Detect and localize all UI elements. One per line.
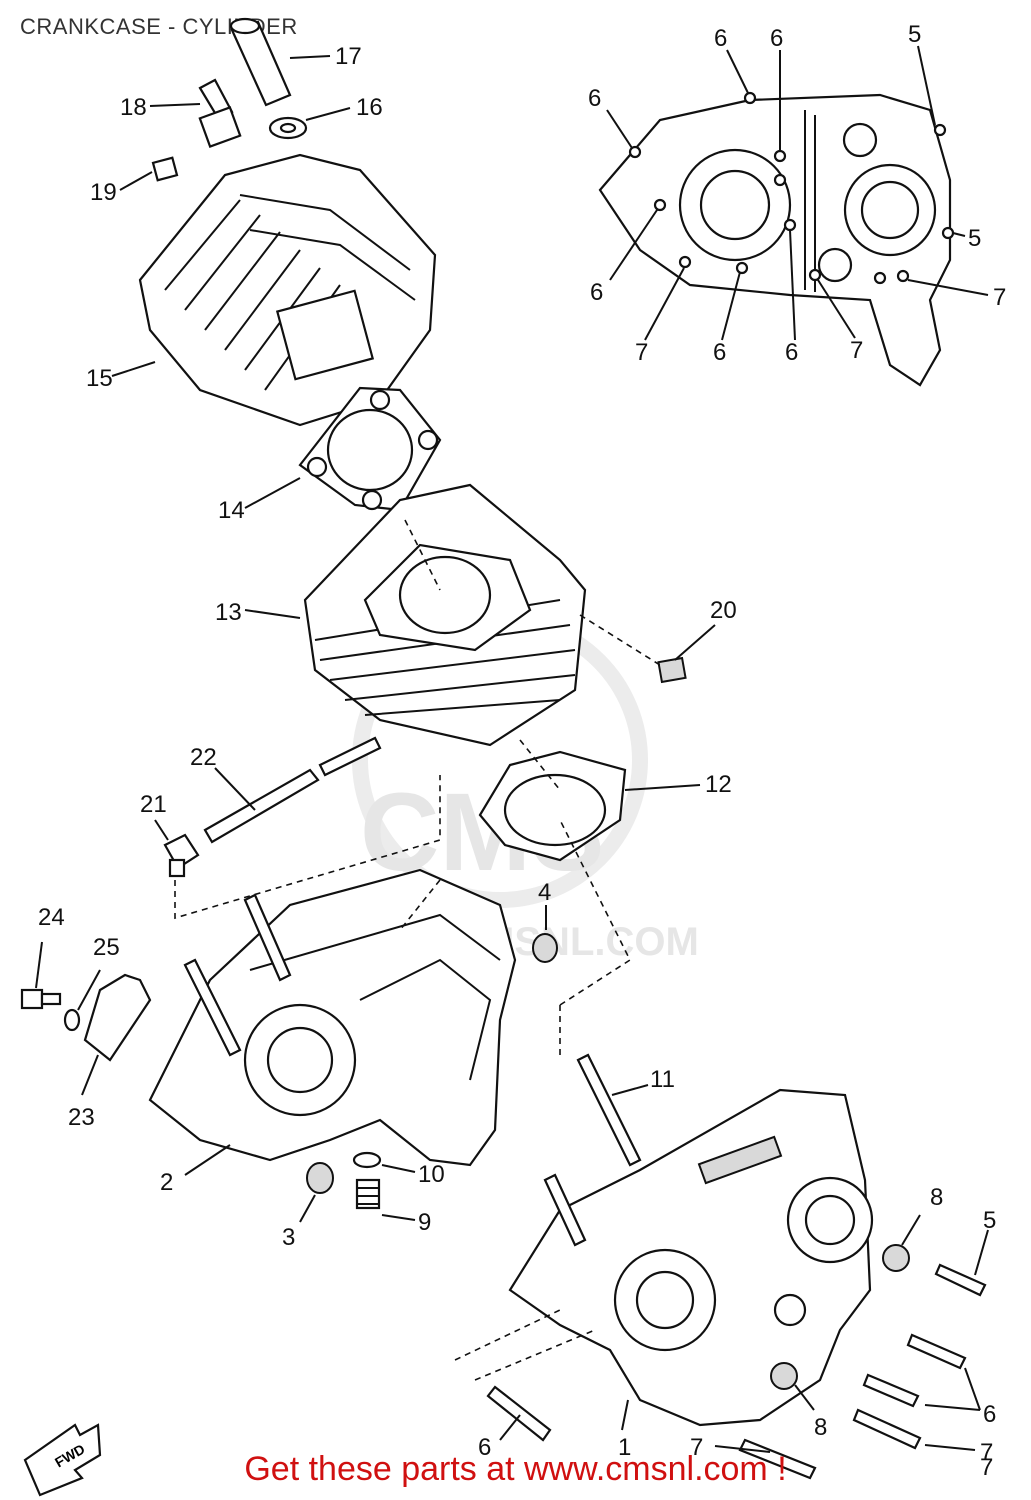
callout-11: 11: [650, 1066, 675, 1093]
callout-23: 23: [68, 1104, 95, 1131]
callout-6b: 6: [770, 25, 783, 52]
callout-7b: 7: [635, 339, 648, 366]
callout-6a: 6: [714, 25, 727, 52]
part-7-bolts-lower: [714, 1408, 976, 1480]
part-11-stud: [559, 819, 649, 1167]
callout-8a: 8: [930, 1184, 943, 1211]
callout-5b: 5: [968, 225, 981, 252]
part-21-fitting: [154, 819, 200, 878]
callout-18: 18: [120, 94, 147, 121]
callout-9: 9: [418, 1209, 431, 1236]
part-5-bolt-lower: [934, 1229, 989, 1297]
callout-24: 24: [38, 904, 65, 931]
footer-link-text[interactable]: Get these parts at www.cmsnl.com !: [244, 1450, 787, 1488]
callout-6f: 6: [785, 339, 798, 366]
callout-12: 12: [705, 771, 732, 798]
callout-22: 22: [190, 744, 217, 771]
callout-25: 25: [93, 934, 120, 961]
part-23-bracket: [81, 973, 152, 1096]
part-13-cylinder: [244, 483, 587, 747]
callout-7d: 7: [690, 1434, 703, 1461]
callout-13: 13: [215, 599, 242, 626]
part-22-pipe: [203, 736, 382, 844]
part-10-washer: [352, 1151, 416, 1173]
part-12-base-gasket: [478, 739, 701, 862]
callout-6e: 6: [713, 339, 726, 366]
crankcase-inner-view: [598, 45, 989, 387]
part-16-washer: [268, 107, 351, 140]
part-2-left-crankcase: [148, 868, 517, 1176]
part-9-drain-plug: [355, 1178, 416, 1221]
callout-7e: 7: [980, 1439, 993, 1466]
callout-16: 16: [356, 94, 383, 121]
part-8-dowel-upper: [882, 1214, 921, 1272]
callout-4: 4: [538, 879, 551, 906]
part-6-bolts-lower-right: [862, 1333, 981, 1411]
part-6-bolt-lower-left: [486, 1385, 552, 1442]
callout-15: 15: [86, 365, 113, 392]
part-4-dowel: [532, 905, 558, 963]
part-3-dowel: [299, 1162, 334, 1223]
callout-3: 3: [282, 1224, 295, 1251]
callout-6i: 6: [478, 1434, 491, 1461]
callout-labels: 17 16 18 19 15 14 13 20 12 22 21 24 25 2…: [38, 21, 1006, 1481]
callout-6d: 6: [590, 279, 603, 306]
part-15-cylinder-head: [111, 153, 437, 427]
callout-7c: 7: [850, 337, 863, 364]
callout-5a: 5: [908, 21, 921, 48]
callout-5c: 5: [983, 1207, 996, 1234]
callout-8b: 8: [814, 1414, 827, 1441]
part-25-washer: [63, 969, 101, 1032]
callout-6c: 6: [588, 85, 601, 112]
part-8-dowel-lower: [770, 1362, 815, 1411]
callout-10: 10: [418, 1161, 445, 1188]
callout-6h: 6: [983, 1401, 996, 1428]
callout-20: 20: [710, 597, 737, 624]
callout-2: 2: [160, 1169, 173, 1196]
callout-14: 14: [218, 497, 245, 524]
part-1-right-crankcase: [454, 1088, 874, 1431]
callout-19: 19: [90, 179, 117, 206]
callout-7f: 7: [980, 1454, 993, 1481]
part-19-cap: [119, 156, 179, 191]
part-17-bolt: [229, 17, 331, 107]
guide-line-pipe: [174, 775, 441, 920]
callout-17: 17: [335, 43, 362, 70]
forward-arrow-icon: FWD: [23, 1423, 102, 1497]
callout-21: 21: [140, 791, 167, 818]
part-24-bolt: [20, 941, 62, 1010]
callout-7a: 7: [993, 284, 1006, 311]
part-18-spark-plug: [149, 78, 242, 148]
part-20-nut: [579, 614, 716, 684]
part-14-head-gasket: [244, 386, 442, 512]
callout-1: 1: [618, 1434, 631, 1461]
